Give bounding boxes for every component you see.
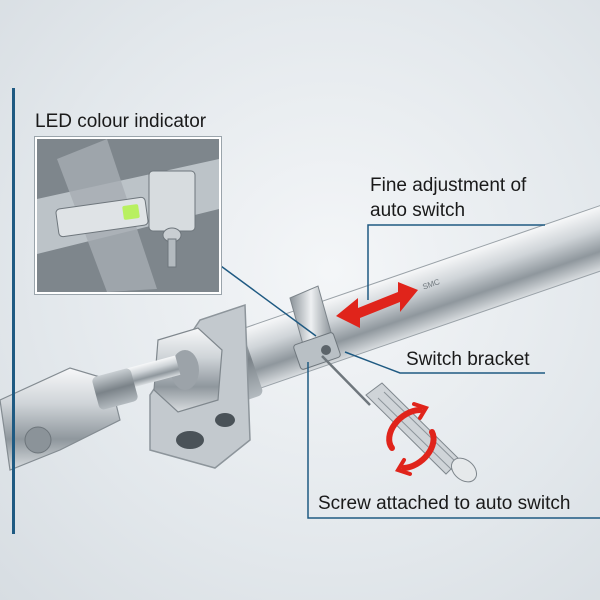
label-screw-attached: Screw attached to auto switch — [318, 493, 571, 514]
rotation-arrow — [386, 402, 437, 476]
led-closeup — [37, 139, 219, 292]
leader-lines — [209, 224, 600, 519]
label-fine-adjustment-line2: auto switch — [370, 200, 466, 221]
accent-bar — [12, 88, 15, 534]
label-fine-adjustment-line1: Fine adjustment of — [370, 175, 527, 196]
rod-clevis — [0, 367, 138, 471]
adjustment-arrow — [336, 282, 418, 328]
label-switch-bracket: Switch bracket — [406, 349, 530, 370]
switch-bracket — [289, 285, 341, 370]
screwdriver — [321, 355, 478, 483]
led-light-icon — [122, 204, 140, 220]
label-led-colour-indicator: LED colour indicator — [35, 111, 207, 132]
led-inset — [35, 137, 221, 294]
hex-nut — [153, 327, 223, 413]
